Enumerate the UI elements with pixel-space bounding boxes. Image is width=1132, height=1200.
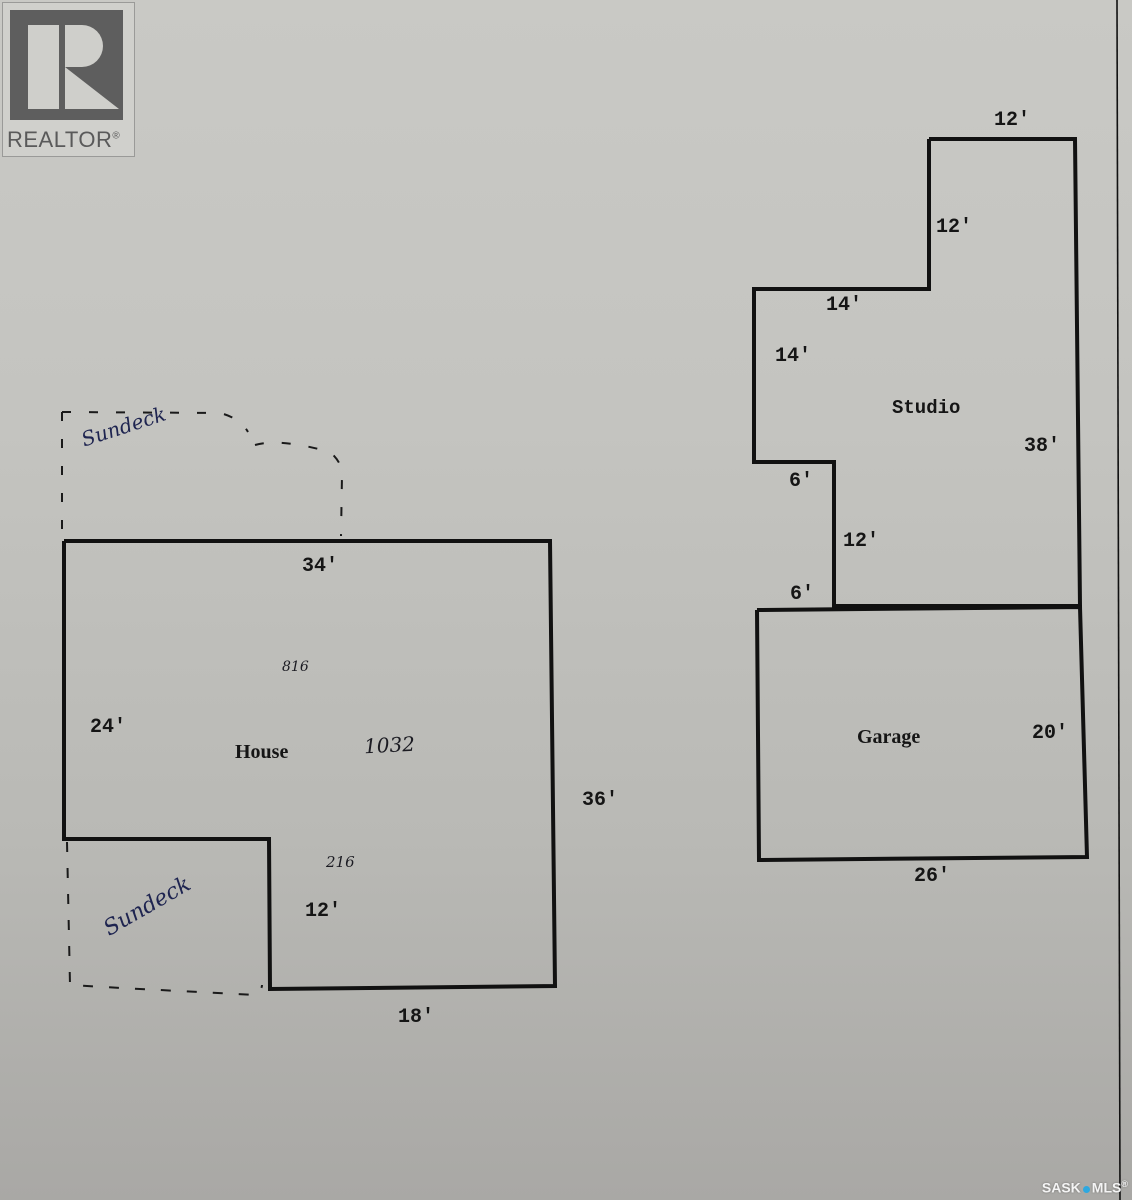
house-lower-area-note: 216 (326, 853, 355, 871)
house-step-dimension: 12' (305, 900, 342, 923)
house-top-dimension: 34' (302, 555, 339, 578)
house-right-dimension: 36' (582, 789, 619, 812)
studio-left-dimension: 14' (775, 345, 812, 368)
location-pin-icon (1082, 1185, 1090, 1193)
garage-bottom-dimension: 26' (914, 865, 951, 888)
studio-notch-vertical-dimension: 12' (843, 530, 880, 553)
studio-room-label: Studio (892, 397, 961, 419)
sundeck-top-outline (61, 411, 344, 540)
garage-right-dimension: 20' (1032, 722, 1069, 745)
realtor-logo: REALTOR® (2, 2, 135, 157)
realtor-r-icon (10, 10, 123, 120)
house-left-dimension: 24' (90, 716, 127, 739)
studio-notch-bottom-dimension: 6' (790, 583, 815, 606)
house-total-area-note: 1032 (363, 731, 416, 759)
studio-right-dimension: 38' (1024, 435, 1061, 458)
house-room-label: House (235, 741, 289, 763)
house-upper-area-note: 816 (282, 659, 309, 675)
studio-upper-step-dimension: 12' (936, 216, 973, 239)
studio-outline (752, 137, 1083, 608)
garage-room-label: Garage (857, 726, 921, 748)
studio-step-horizontal-dimension: 14' (826, 294, 863, 317)
house-bottom-dimension: 18' (398, 1006, 435, 1029)
margin-rule (1116, 0, 1121, 1200)
studio-notch-top-dimension: 6' (789, 470, 814, 493)
studio-top-dimension: 12' (994, 109, 1031, 132)
sundeck-bottom-outline (66, 841, 263, 997)
realtor-logo-text: REALTOR® (7, 127, 121, 152)
garage-outline (755, 604, 1090, 863)
house-outline (62, 539, 558, 992)
